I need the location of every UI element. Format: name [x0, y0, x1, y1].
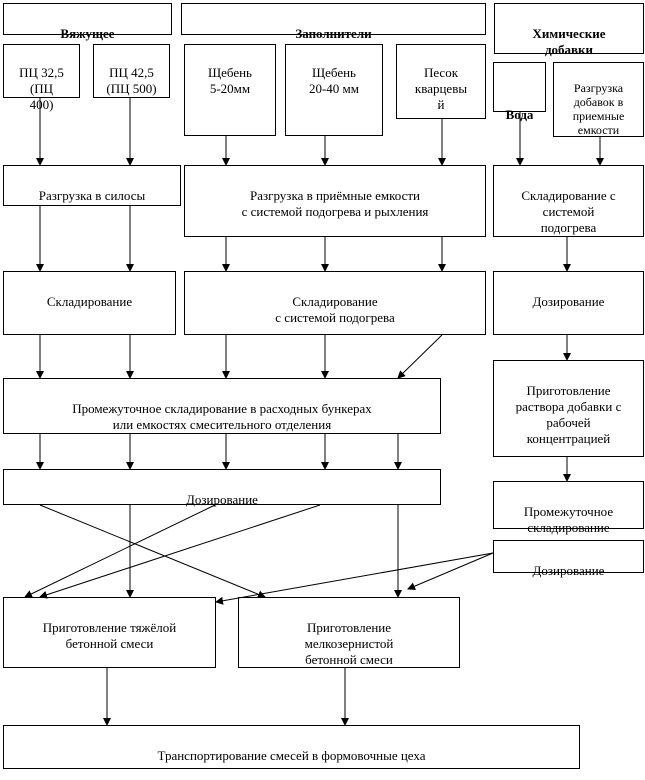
- source-gravel-5-20-label: Щебень 5-20мм: [208, 65, 252, 96]
- stage-fine-mix: Приготовление мелкозернистой бетонной см…: [238, 597, 460, 668]
- arrow-dosing-fine-1: [39, 504, 266, 599]
- stage-storage-heating-chem-label: Складирование с системой подогрева: [521, 188, 616, 235]
- stage-transport-label: Транспортирование смесей в формовочные ц…: [157, 748, 426, 763]
- stage-intermediate-storage-label: Промежуточное складирование в расходных …: [72, 401, 372, 432]
- source-gravel-5-20: Щебень 5-20мм: [184, 44, 276, 136]
- arrow-dosing-heavy-3: [39, 504, 321, 599]
- stage-heavy-mix: Приготовление тяжёлой бетонной смеси: [3, 597, 216, 668]
- source-sand-label: Песок кварцевы й: [414, 65, 468, 112]
- stage-dosing-chem-2: Дозирование: [493, 540, 644, 578]
- stage-dosing-chem: Дозирование: [493, 271, 644, 335]
- source-gravel-20-40-label: Щебень 20-40 мм: [308, 65, 360, 96]
- stage-dosing-chem-label: Дозирование: [532, 294, 605, 309]
- stage-unload-silos-label: Разгрузка в силосы: [38, 188, 146, 203]
- stage-storage-heating-chem: Складирование с системой подогрева: [493, 165, 644, 237]
- stage-unload-receiving: Разгрузка в приёмные емкости с системой …: [184, 165, 486, 237]
- stage-solution-prep: Приготовление раствора добавки с рабочей…: [493, 360, 644, 457]
- source-additive-unload-label: Разгрузка добавок в приемные емкости: [572, 81, 625, 137]
- stage-solution-prep-label: Приготовление раствора добавки с рабочей…: [515, 383, 622, 446]
- header-fillers-label: Заполнители: [295, 26, 372, 41]
- header-binder-label: Вяжущее: [60, 26, 115, 41]
- source-pc325: ПЦ 32,5 (ПЦ 400): [3, 44, 80, 112]
- source-pc325-label: ПЦ 32,5 (ПЦ 400): [19, 65, 64, 112]
- source-pc425: ПЦ 42,5 (ПЦ 500): [93, 44, 170, 98]
- stage-storage-binder: Складирование: [3, 271, 176, 335]
- arrow-chem-heavy: [215, 552, 494, 605]
- stage-storage-fillers: Складирование с системой подогрева: [184, 271, 486, 335]
- stage-unload-receiving-label: Разгрузка в приёмные емкости с системой …: [241, 188, 429, 219]
- source-additive-unload: Разгрузка добавок в приемные емкости: [553, 62, 644, 137]
- stage-storage-binder-label: Складирование: [46, 294, 133, 309]
- stage-unload-silos: Разгрузка в силосы: [3, 165, 181, 206]
- header-chemical-label: Химические добавки: [532, 26, 606, 57]
- stage-dosing-main-label: Дозирование: [186, 492, 258, 507]
- stage-intermediate-storage: Промежуточное складирование в расходных …: [3, 378, 441, 434]
- stage-transport: Транспортирование смесей в формовочные ц…: [3, 725, 580, 769]
- arrow-storage-inter-5: [397, 334, 443, 379]
- arrow-dosing-heavy-2: [24, 504, 216, 598]
- arrow-chem-fine: [407, 552, 494, 590]
- header-fillers: Заполнители: [181, 3, 486, 41]
- stage-storage-fillers-label: Складирование с системой подогрева: [275, 294, 395, 325]
- stage-intermediate-storage-chem: Промежуточное складирование: [493, 481, 644, 535]
- source-gravel-20-40: Щебень 20-40 мм: [285, 44, 383, 136]
- stage-intermediate-storage-chem-label: Промежуточное складирование: [523, 504, 614, 535]
- header-binder: Вяжущее: [3, 3, 172, 41]
- source-sand: Песок кварцевы й: [396, 44, 486, 119]
- header-chemical: Химические добавки: [494, 3, 644, 57]
- stage-dosing-chem-2-label: Дозирование: [532, 563, 605, 578]
- source-pc425-label: ПЦ 42,5 (ПЦ 500): [106, 65, 157, 96]
- stage-fine-mix-label: Приготовление мелкозернистой бетонной см…: [304, 620, 394, 667]
- stage-heavy-mix-label: Приготовление тяжёлой бетонной смеси: [42, 620, 177, 651]
